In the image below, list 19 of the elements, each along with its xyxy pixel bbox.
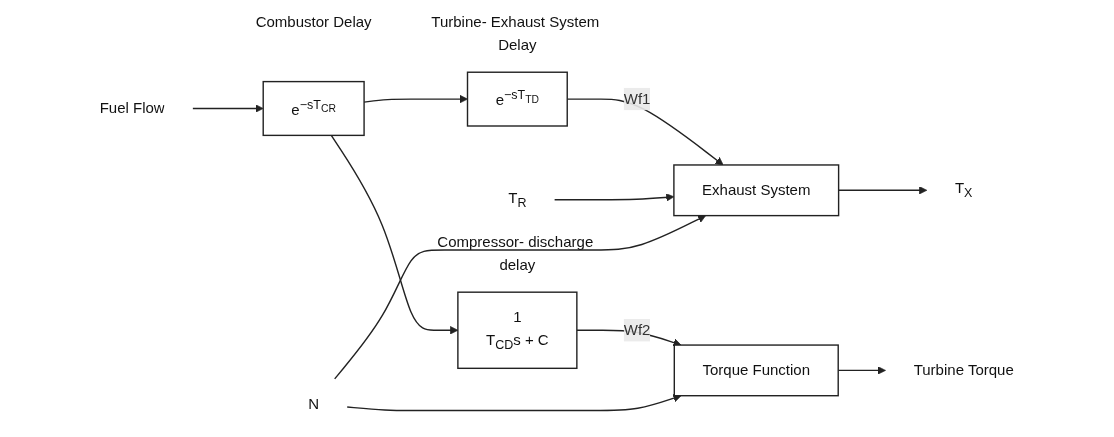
node-label: Compressor- discharge delay [437, 234, 594, 273]
node-box: 1 T$_{CD}$s + C [457, 291, 578, 370]
edge-label: Wf1 [624, 90, 651, 107]
node-box: Exhaust System [673, 164, 840, 217]
node-text: Fuel Flow [99, 100, 165, 116]
arrow [554, 193, 675, 202]
node-text: Turbine Torque [913, 361, 1015, 378]
arrow [346, 394, 682, 412]
edge-label: Wf2 [624, 321, 651, 338]
arrow [334, 215, 707, 380]
node-box: Torque Function [673, 344, 840, 397]
node-label: Turbine- Exhaust System Delay [431, 14, 600, 53]
node-text: N [308, 395, 320, 412]
arrow [838, 186, 928, 195]
arrow [192, 104, 264, 113]
node-text: T$_{X}$ [955, 180, 973, 201]
node-text: T$_{R}$ [508, 189, 527, 210]
arrow [330, 134, 459, 335]
node-label: Combustor Delay [255, 14, 372, 31]
